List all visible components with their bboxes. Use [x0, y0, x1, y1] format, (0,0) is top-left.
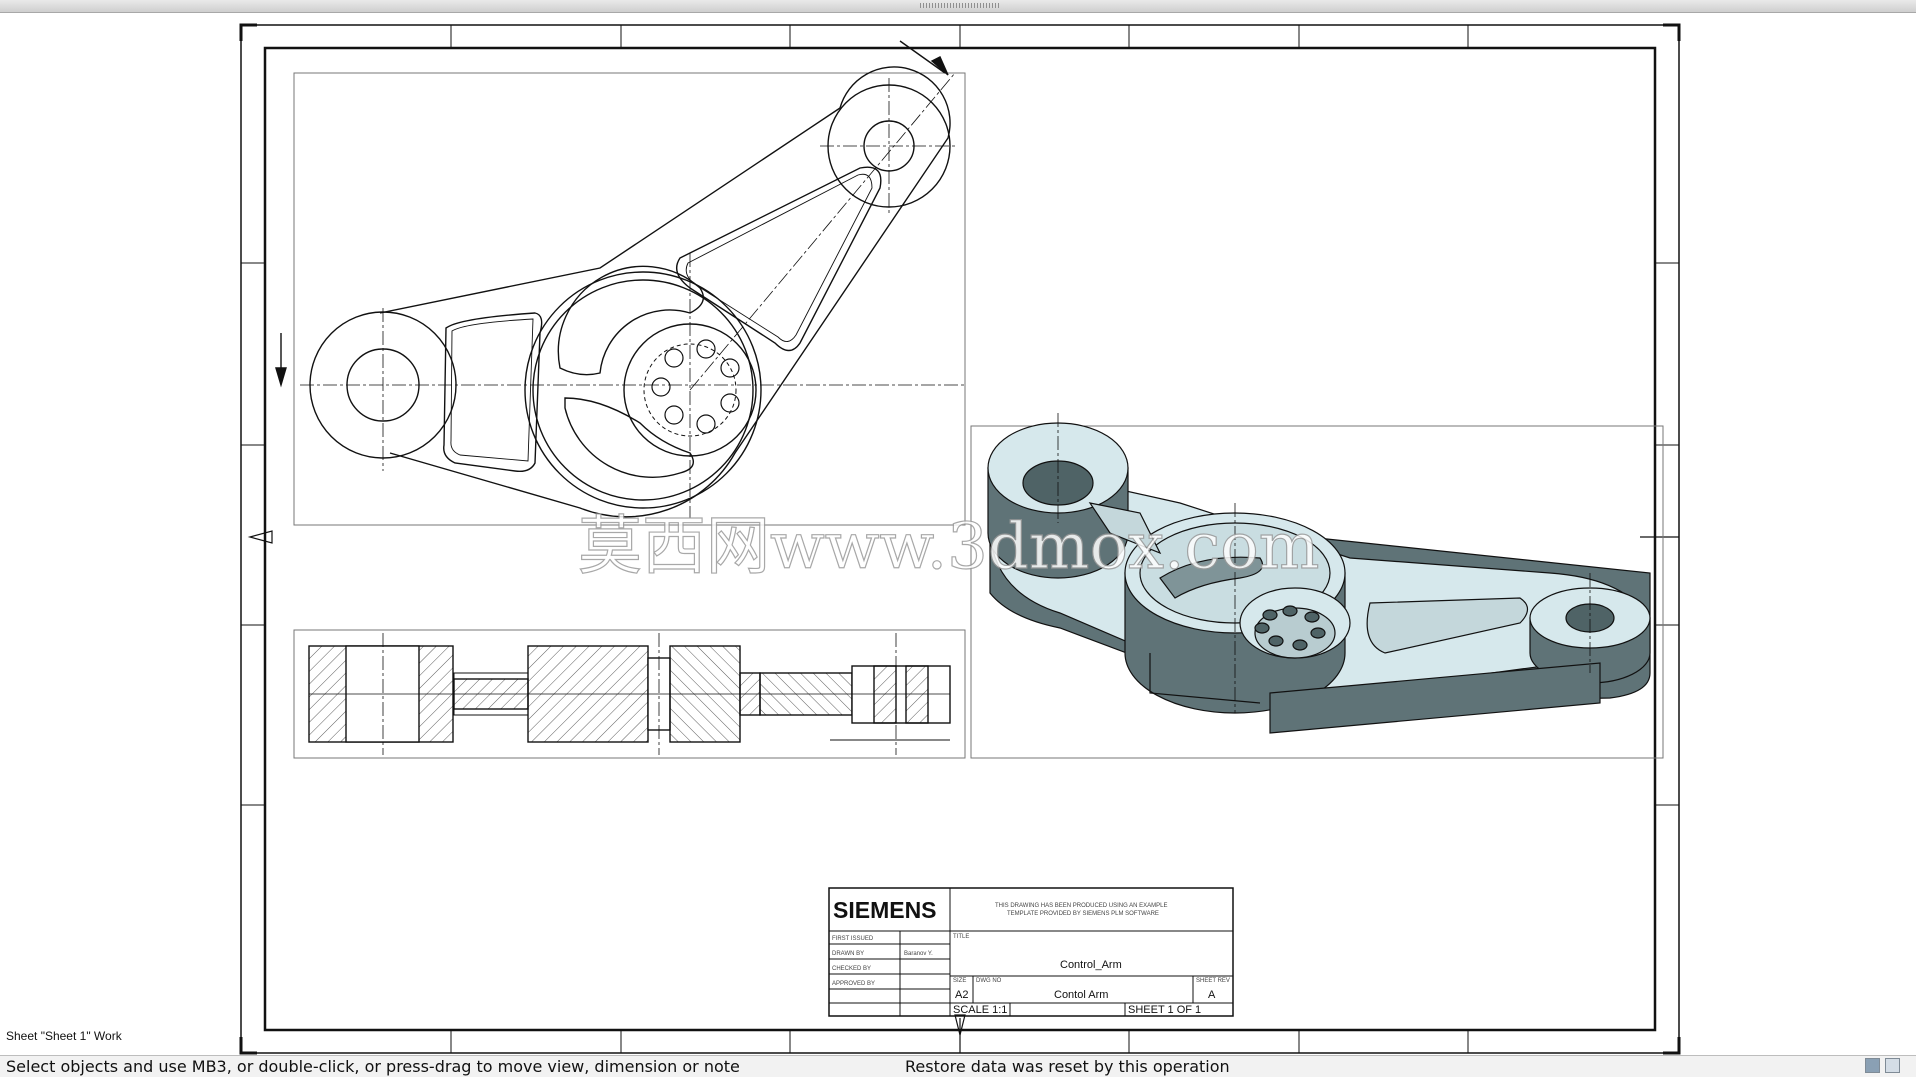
dwg-no-value: Contol Arm [1054, 989, 1108, 1001]
label-title: TITLE [953, 934, 969, 940]
selection-filter-icon[interactable] [1885, 1058, 1900, 1073]
drawing-sheet[interactable]: 莫西网www.3dmox.com SIEMENS THIS DRAWING HA… [0, 13, 1916, 1055]
drawn-by-value: Baranov Y. [904, 951, 933, 957]
sheet-value: SHEET 1 OF 1 [1128, 1004, 1201, 1016]
status-prompt: Select objects and use MB3, or double-cl… [6, 1057, 740, 1076]
title-block [828, 887, 1234, 1017]
template-note-line2: TEMPLATE PROVIDED BY SIEMENS PLM SOFTWAR… [1007, 911, 1159, 917]
watermark-text: 莫西网www.3dmox.com [578, 510, 1320, 584]
title-block-text: SIEMENS THIS DRAWING HAS BEEN PRODUCED U… [832, 897, 1230, 1016]
template-note-line1: THIS DRAWING HAS BEEN PRODUCED USING AN … [995, 903, 1167, 909]
label-checked-by: CHECKED BY [832, 966, 871, 972]
label-sheet-rev: SHEET REV [1196, 978, 1230, 984]
window-top-bar [0, 0, 1916, 13]
label-size: SIZE [953, 978, 966, 984]
drawing-view-section[interactable] [293, 629, 966, 759]
drawing-view-top[interactable] [275, 40, 966, 526]
sheet-border [239, 23, 1681, 1055]
sheet-caption: Sheet "Sheet 1" Work [6, 1029, 122, 1043]
resize-grip-icon[interactable] [920, 3, 1000, 8]
size-value: A2 [955, 989, 968, 1001]
sheet-rev-value: A [1208, 989, 1216, 1001]
drawing-canvas[interactable]: 莫西网www.3dmox.com SIEMENS THIS DRAWING HA… [0, 13, 1916, 1055]
drawing-view-isometric[interactable] [970, 413, 1664, 759]
label-first-issued: FIRST ISSUED [832, 936, 874, 942]
label-drawn-by: DRAWN BY [832, 951, 864, 957]
label-dwg-no: DWG NO [976, 978, 1002, 984]
title-value: Control_Arm [1060, 959, 1122, 971]
view-toggle-icon[interactable] [1865, 1058, 1880, 1073]
label-approved-by: APPROVED BY [832, 981, 875, 987]
status-message: Restore data was reset by this operation [905, 1057, 1230, 1076]
siemens-logo: SIEMENS [833, 897, 937, 923]
scale-value: SCALE 1:1 [953, 1004, 1007, 1016]
status-bar: Select objects and use MB3, or double-cl… [0, 1055, 1916, 1077]
